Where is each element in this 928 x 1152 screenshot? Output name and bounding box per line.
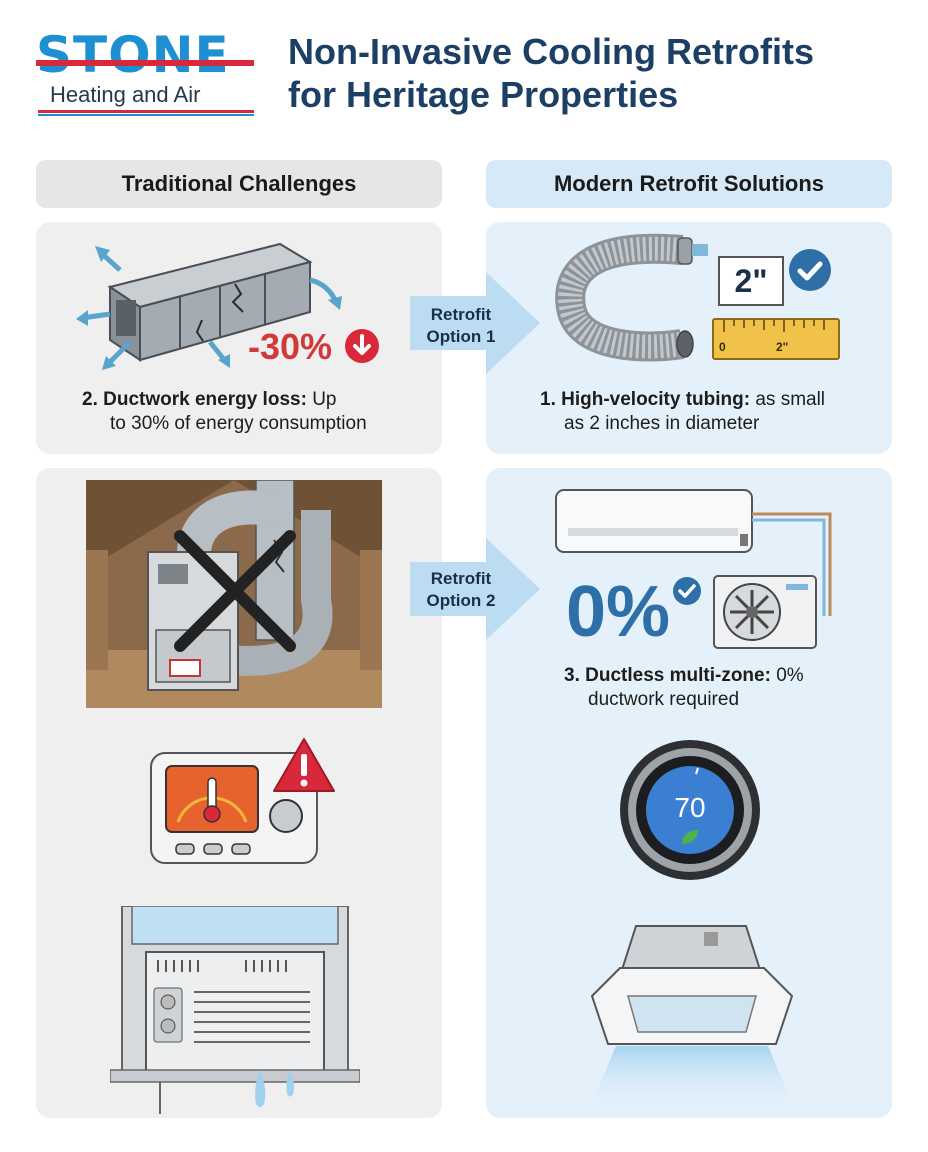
leaky-duct-illustration	[76, 242, 342, 370]
ruler-zero: 0	[719, 340, 726, 354]
logo-stripe	[36, 60, 254, 66]
ductless-mini-split-illustration	[555, 489, 832, 649]
retrofit-option-1-arrow	[410, 272, 540, 374]
warning-icon	[273, 738, 335, 792]
x-mark-icon	[174, 530, 296, 652]
retrofit-option-2-label: Retrofit Option 2	[426, 569, 496, 610]
arrow-down-icon	[345, 329, 379, 363]
smart-thermostat-illustration	[620, 740, 760, 880]
energy-loss-badge: -30%	[248, 326, 333, 367]
overheating-thermostat-illustration	[150, 752, 318, 864]
leaking-window-ac-illustration	[110, 906, 360, 1114]
left-column-header: Traditional Challenges	[36, 160, 442, 208]
ruler-two-inch: 2"	[776, 340, 789, 354]
right-column-header: Modern Retrofit Solutions	[486, 160, 892, 208]
logo-subtitle: Heating and Air	[50, 82, 201, 107]
ceiling-cassette-illustration	[588, 925, 796, 1112]
logo-word: STONE	[36, 26, 230, 84]
check-icon	[789, 249, 831, 291]
diameter-label: 2"	[718, 256, 784, 306]
ductwork-loss-caption: 2. Ductwork energy loss: Up to 30% of en…	[82, 389, 367, 434]
leaf-icon	[682, 830, 698, 844]
page-title: Non-Invasive Cooling Retrofits for Herit…	[288, 30, 908, 116]
ductless-caption: 3. Ductless multi-zone: 0% ductwork requ…	[564, 665, 804, 710]
zero-ductwork-badge: 0%	[566, 572, 671, 652]
check-icon	[673, 577, 701, 605]
retrofit-option-2-arrow	[410, 538, 540, 640]
flexible-tubing-illustration	[555, 233, 708, 362]
retrofit-option-1-label: Retrofit Option 1	[426, 305, 496, 346]
measuring-ruler: 0 2"	[712, 318, 840, 360]
tubing-caption: 1. High-velocity tubing: as small as 2 i…	[540, 389, 826, 434]
logo-underline-blue	[38, 114, 254, 116]
title-line-2: for Heritage Properties	[288, 74, 679, 115]
thermostat-reading: 70	[674, 792, 706, 823]
title-line-1: Non-Invasive Cooling Retrofits	[288, 31, 815, 72]
logo-underline	[38, 110, 254, 113]
